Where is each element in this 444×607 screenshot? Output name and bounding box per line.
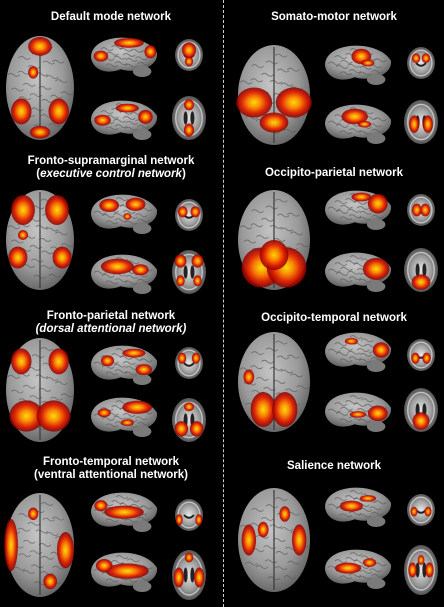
- panel-title: Fronto-temporal network (ventral attenti…: [0, 456, 222, 482]
- brain-lateral: [325, 104, 392, 144]
- brain-axial-slice: [404, 545, 438, 595]
- network-title: Fronto-temporal network: [42, 456, 180, 468]
- brain-axial: [238, 488, 310, 592]
- brain-axial: [238, 332, 310, 432]
- panel-title: Fronto-parietal network (dorsal attentio…: [0, 310, 222, 336]
- network-title: Occipito-temporal network: [261, 312, 407, 324]
- network-subtitle: (dorsal attentional network): [35, 323, 187, 335]
- column-divider: [223, 0, 224, 607]
- brain-axial: [238, 190, 310, 290]
- brain-axial-slice: [404, 248, 438, 292]
- brain-lateral: [91, 37, 158, 77]
- brain-coronal: [175, 39, 203, 71]
- network-title: Default mode network: [50, 11, 172, 23]
- brain-axial: [236, 45, 312, 145]
- network-subtitle-line: (executive control network): [36, 168, 186, 180]
- panel-title: Salience network: [224, 460, 444, 473]
- panel-fronto-temporal-network: Fronto-temporal network (ventral attenti…: [0, 450, 222, 607]
- panel-fronto-parietal-network: Fronto-parietal network (dorsal attentio…: [0, 300, 222, 450]
- brain-axial-slice: [172, 250, 206, 294]
- brain-lateral: [325, 487, 392, 527]
- panel-title: Occipito-parietal network: [224, 167, 444, 180]
- brain-coronal: [407, 339, 435, 371]
- brain-axial-slice: [404, 100, 438, 144]
- network-subtitle: executive control network: [40, 168, 182, 180]
- panel-occipito-temporal-network: Occipito-temporal network: [224, 305, 444, 455]
- network-title: Somato-motor network: [271, 11, 397, 23]
- network-title: Fronto-supramarginal network: [27, 155, 195, 167]
- brain-lateral: [91, 345, 158, 385]
- network-title: Fronto-parietal network: [46, 310, 176, 322]
- panel-somato-motor-network: Somato-motor network: [224, 0, 444, 160]
- brain-lateral: [91, 100, 158, 140]
- brain-axial: [6, 36, 74, 140]
- brain-lateral: [325, 252, 392, 292]
- network-subtitle: (ventral attentional network): [34, 469, 188, 481]
- brain-coronal: [407, 494, 435, 526]
- brain-lateral: [91, 254, 158, 294]
- brain-axial-slice: [172, 96, 206, 140]
- brain-axial-slice: [172, 398, 206, 442]
- brain-axial: [4, 493, 74, 597]
- brain-coronal: [175, 499, 203, 531]
- brain-lateral: [91, 397, 158, 437]
- network-title: Occipito-parietal network: [264, 167, 404, 179]
- panel-title: Occipito-temporal network: [224, 312, 444, 325]
- panel-salience-network: Salience network: [224, 450, 444, 607]
- brain-lateral: [325, 332, 392, 372]
- brain-axial: [6, 338, 74, 442]
- brain-lateral: [91, 194, 158, 234]
- network-title: Salience network: [287, 460, 381, 472]
- brain-coronal: [175, 347, 203, 379]
- brain-lateral: [91, 492, 158, 532]
- panel-fronto-supramarginal-network: Fronto-supramarginal network (executive …: [0, 150, 222, 310]
- brain-axial-slice: [404, 388, 438, 432]
- brain-coronal: [407, 194, 435, 226]
- panel-title: Somato-motor network: [224, 11, 444, 24]
- brain-axial-slice: [172, 550, 206, 600]
- panel-default-mode-network: Default mode network: [0, 0, 222, 150]
- panel-occipito-parietal-network: Occipito-parietal network: [224, 160, 444, 310]
- brain-lateral: [325, 549, 392, 589]
- brain-lateral: [91, 552, 158, 592]
- panel-title: Default mode network: [0, 11, 222, 24]
- brain-axial: [6, 190, 74, 290]
- panel-title: Fronto-supramarginal network (executive …: [0, 155, 222, 181]
- brain-coronal: [407, 47, 435, 79]
- brain-lateral: [325, 392, 392, 432]
- brain-lateral: [325, 190, 392, 230]
- brain-coronal: [175, 199, 203, 231]
- brain-lateral: [325, 45, 392, 85]
